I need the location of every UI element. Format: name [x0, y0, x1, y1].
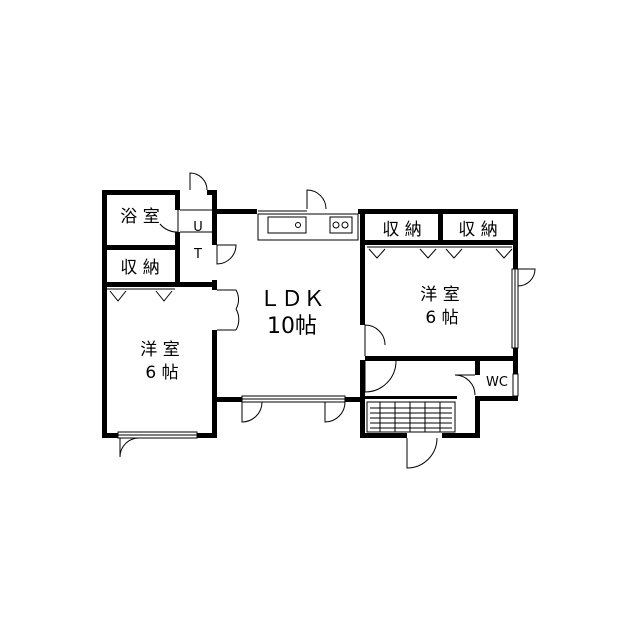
closet-lines [107, 246, 513, 302]
storage-right-1-label: 収 納 [382, 220, 421, 240]
exterior-walls [102, 190, 518, 438]
west-right-name: 洋 室 [420, 285, 459, 305]
ut-label-u: U [193, 220, 203, 235]
windows [117, 268, 519, 439]
ldk-size: 10帖 [267, 314, 317, 339]
storage-right-2-label: 収 納 [458, 220, 497, 240]
entrance-step [366, 401, 456, 433]
ut-label-t: T [193, 247, 202, 262]
wc-label: WC [486, 375, 508, 390]
interior-walls [107, 190, 518, 438]
bath-label: 浴 室 [120, 207, 159, 227]
west-left-name: 洋 室 [140, 340, 179, 360]
ldk-name: ＬＤＫ [259, 287, 325, 312]
west-left-size: 6 帖 [145, 363, 178, 383]
doors [119, 172, 536, 469]
storage-left-label: 収 納 [120, 258, 159, 278]
kitchen-counter [257, 210, 359, 241]
west-right-size: 6 帖 [425, 308, 458, 328]
